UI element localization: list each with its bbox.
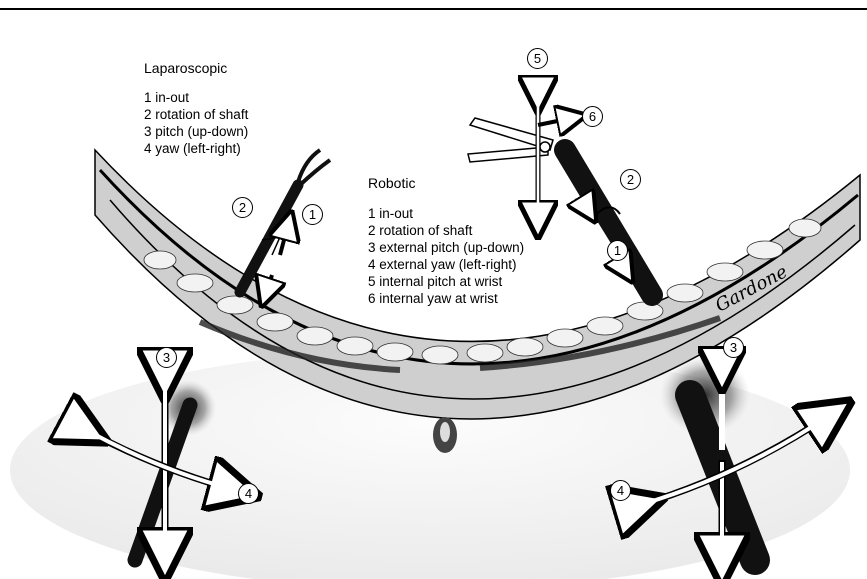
robotic-item-5: 5 internal pitch at wrist	[368, 273, 502, 290]
robotic-item-4: 4 external yaw (left-right)	[368, 256, 517, 273]
rob-marker-6: 6	[582, 106, 603, 127]
rob-marker-1: 1	[607, 240, 628, 261]
lap-marker-3: 3	[156, 347, 177, 368]
rob-marker-2: 2	[620, 169, 641, 190]
navel	[433, 417, 457, 453]
lap-marker-2: 2	[232, 197, 253, 218]
laparoscopic-item-3: 3 pitch (up-down)	[144, 123, 248, 140]
robotic-item-3: 3 external pitch (up-down)	[368, 239, 524, 256]
robotic-item-6: 6 internal yaw at wrist	[368, 290, 498, 307]
robotic-title: Robotic	[368, 175, 415, 192]
lap-marker-4: 4	[238, 483, 259, 504]
laparoscopic-item-1: 1 in-out	[144, 89, 189, 106]
rob-marker-3: 3	[723, 337, 744, 358]
rob-marker-5: 5	[527, 48, 548, 69]
robotic-item-1: 1 in-out	[368, 205, 413, 222]
rob-marker-4: 4	[610, 480, 631, 501]
lap-marker-1: 1	[302, 204, 323, 225]
robotic-item-2: 2 rotation of shaft	[368, 222, 472, 239]
laparoscopic-item-4: 4 yaw (left-right)	[144, 140, 241, 157]
laparoscopic-item-2: 2 rotation of shaft	[144, 106, 248, 123]
laparoscopic-title: Laparoscopic	[144, 60, 227, 77]
